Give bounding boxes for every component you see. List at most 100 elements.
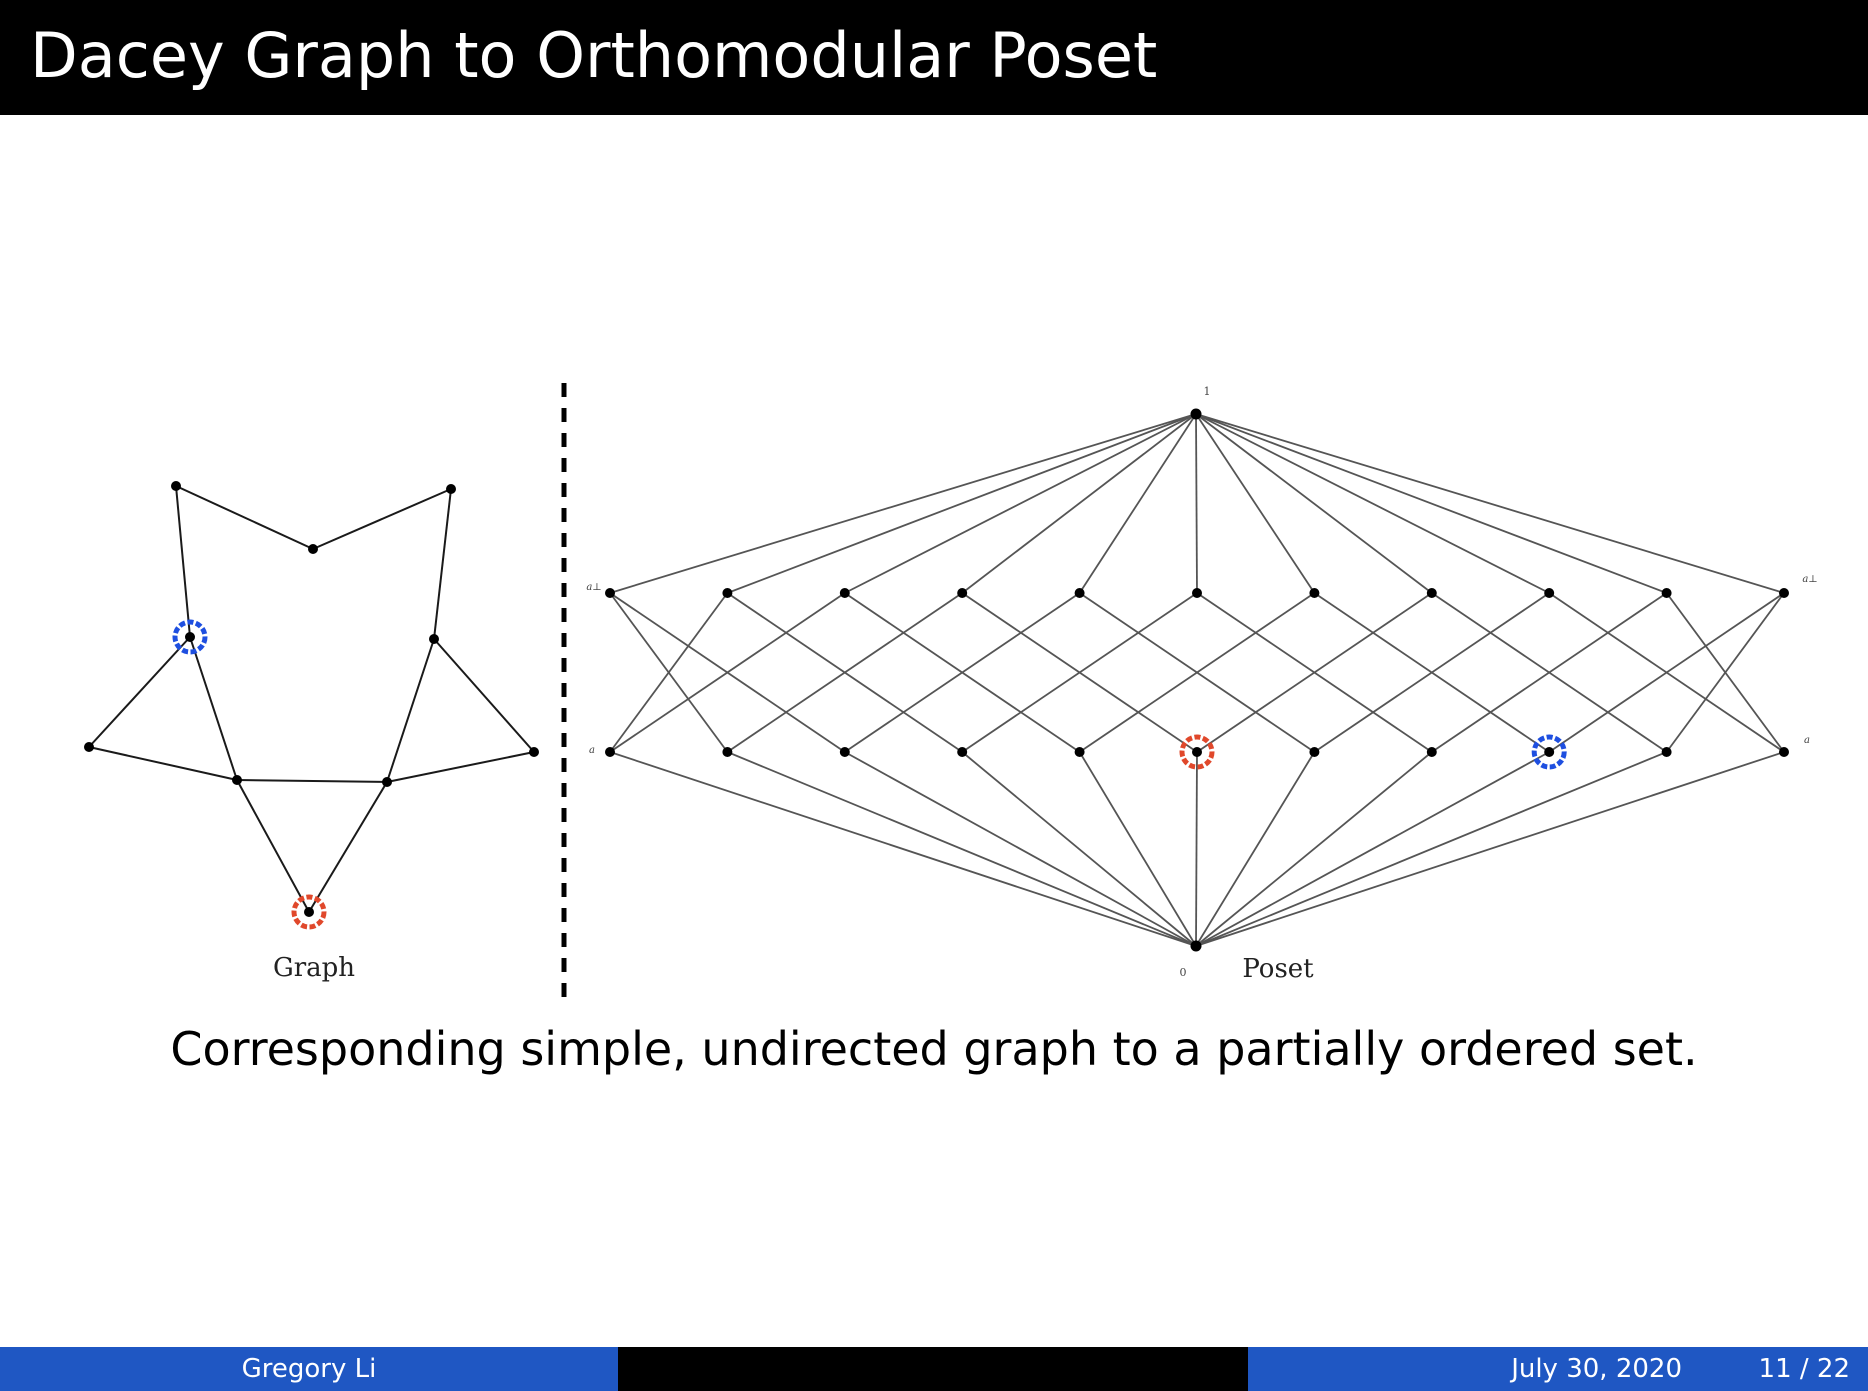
poset-edge	[1313, 592, 1550, 753]
graph-label: Graph	[273, 953, 355, 983]
poset-label: Poset	[1242, 954, 1314, 984]
poset-highlight-red	[1179, 734, 1215, 770]
poset-lower-node	[605, 747, 615, 757]
poset-edge	[609, 592, 846, 753]
footer-date: July 30, 2020	[1511, 1354, 1682, 1384]
footer-page-number: 11 / 22	[1758, 1354, 1850, 1384]
poset-upper-node	[839, 588, 850, 598]
poset-edge	[1078, 751, 1197, 947]
poset-upper-node	[1192, 588, 1202, 598]
poset-nodes	[605, 408, 1789, 952]
poset-edge	[726, 592, 963, 753]
poset-edge	[961, 413, 1197, 594]
graph-node	[304, 907, 314, 917]
poset-lower-node	[839, 747, 850, 757]
poset-edge	[844, 413, 1197, 594]
graph-edge	[312, 488, 452, 550]
graph-node	[308, 544, 318, 554]
poset-edge	[1195, 751, 1785, 947]
poset-upper-node	[1779, 588, 1789, 598]
poset-upper-node	[1544, 588, 1555, 598]
graph-edge	[308, 781, 388, 913]
graph-node	[171, 481, 181, 491]
graph-node	[185, 632, 195, 642]
poset-edge	[844, 592, 1081, 753]
graph-edge	[236, 779, 310, 913]
poset-edge	[1195, 751, 1433, 947]
poset-upper-node	[1426, 588, 1437, 598]
graph-node	[446, 484, 456, 494]
poset-edge	[1078, 413, 1197, 594]
graph-edge	[433, 638, 535, 753]
graph-edge	[386, 751, 535, 783]
graph-edge	[189, 636, 238, 781]
title-bar: Dacey Graph to Orthomodular Poset	[0, 0, 1868, 115]
slide-caption: Corresponding simple, undirected graph t…	[170, 1022, 1698, 1076]
poset-edge	[727, 413, 1197, 594]
poset-edge	[961, 751, 1197, 947]
graph-edge	[175, 485, 191, 638]
poset-edge	[1665, 592, 1785, 753]
graph-edge	[88, 746, 238, 781]
poset-lower-node	[1544, 747, 1555, 757]
poset-bottom-node	[1190, 940, 1202, 952]
graph-highlight-red	[291, 894, 327, 930]
poset-edge	[609, 751, 1197, 947]
poset-lower-node	[722, 747, 733, 757]
poset-upper-node	[605, 588, 615, 598]
poset-edge	[1195, 751, 1550, 947]
footer: Gregory Li July 30, 2020 11 / 22	[0, 1347, 1868, 1391]
poset-edge	[1195, 751, 1316, 947]
poset-upper-node	[1074, 588, 1085, 598]
poset-lower-node	[1309, 747, 1320, 757]
poset-upper-node	[722, 588, 733, 598]
poset-upper-right-label: a⊥	[1802, 574, 1817, 585]
graph-edge	[175, 485, 314, 550]
graph-node	[382, 777, 392, 787]
poset-edge	[1195, 751, 1198, 947]
poset-highlight-blue	[1531, 734, 1567, 770]
graph-edge	[88, 636, 191, 748]
poset-lower-left-label: a	[589, 745, 595, 756]
poset-upper-node	[1661, 588, 1672, 598]
poset-edge	[1195, 413, 1550, 594]
poset-edge	[1195, 413, 1433, 594]
graph-edge	[236, 779, 388, 783]
poset-upper-node	[1309, 588, 1320, 598]
poset-edges	[609, 413, 1785, 947]
poset-edge	[727, 751, 1197, 947]
graph-node	[232, 775, 242, 785]
slide-title: Dacey Graph to Orthomodular Poset	[30, 19, 1158, 92]
poset-edge	[1195, 751, 1667, 947]
poset-lower-node	[1779, 747, 1789, 757]
poset-edge	[609, 592, 729, 753]
poset-edge	[1431, 592, 1668, 753]
poset-lower-node	[1074, 747, 1085, 757]
poset-edge	[1548, 592, 1785, 753]
poset-top-label: 1	[1204, 385, 1211, 398]
footer-author: Gregory Li	[0, 1347, 618, 1391]
graph-highlight-blue	[172, 619, 208, 655]
graph-nodes	[84, 481, 539, 930]
poset-bottom-label: 0	[1180, 966, 1187, 979]
poset-edge	[1195, 413, 1198, 594]
poset-edge	[1079, 592, 1315, 753]
poset-edge	[1195, 413, 1316, 594]
graph-node	[529, 747, 539, 757]
poset-edge	[844, 751, 1197, 947]
graph-edges	[88, 485, 535, 913]
poset-edge	[1196, 592, 1433, 753]
poset-edge	[609, 413, 1197, 594]
poset-lower-node	[1426, 747, 1437, 757]
graph-node	[429, 634, 439, 644]
graph-node	[84, 742, 94, 752]
poset-lower-node	[957, 747, 968, 757]
footer-right: July 30, 2020 11 / 22	[1248, 1347, 1868, 1391]
graph-edge	[433, 488, 452, 640]
poset-upper-node	[957, 588, 968, 598]
poset-lower-right-label: a	[1804, 735, 1810, 746]
poset-top-node	[1190, 408, 1202, 420]
poset-edge	[1195, 413, 1667, 594]
poset-lower-node	[1192, 747, 1202, 757]
